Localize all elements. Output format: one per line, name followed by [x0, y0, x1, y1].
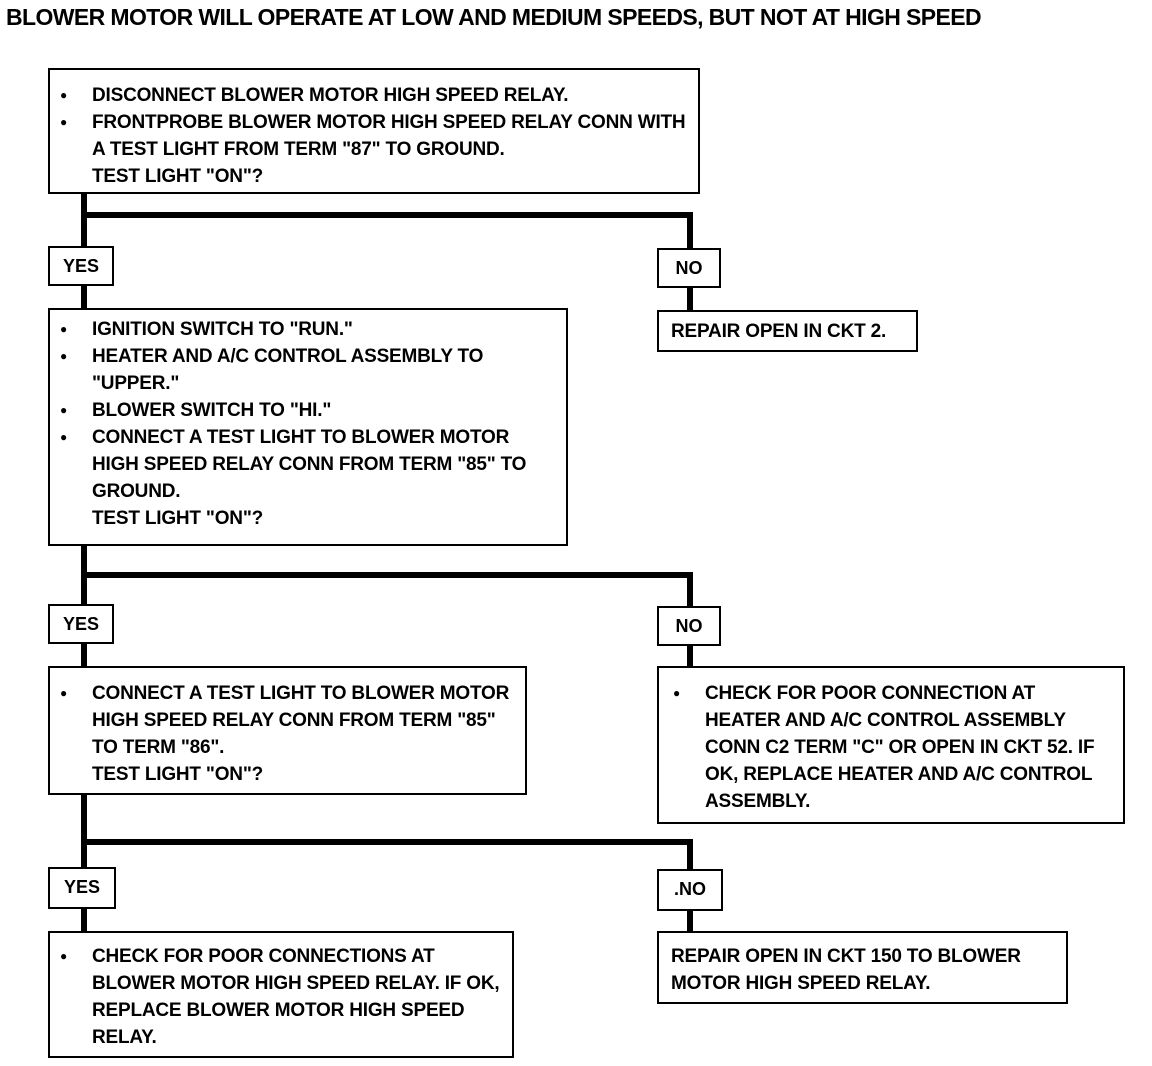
- step3-instruction: CONNECT A TEST LIGHT TO BLOWER MOTOR HIG…: [58, 680, 517, 761]
- step2-no-label: NO: [657, 606, 721, 646]
- step2-instruction: BLOWER SWITCH TO "HI.": [58, 397, 558, 424]
- step1-no-result-text: REPAIR OPEN IN CKT 2.: [671, 321, 887, 342]
- step1-no-result-box: REPAIR OPEN IN CKT 2.: [657, 310, 918, 352]
- step3-no-label: .NO: [657, 869, 723, 911]
- step1-instruction: FRONTPROBE BLOWER MOTOR HIGH SPEED RELAY…: [58, 109, 688, 163]
- step2-instruction: IGNITION SWITCH TO "RUN.": [58, 316, 558, 343]
- step3-yes-result-text: CHECK FOR POOR CONNECTIONS AT BLOWER MOT…: [58, 943, 504, 1051]
- connector-line: [687, 572, 693, 608]
- connector-line: [81, 793, 87, 869]
- connector-line: [81, 572, 693, 578]
- connector-line: [81, 839, 693, 845]
- step2-yes-label: YES: [48, 604, 114, 644]
- step1-question: TEST LIGHT "ON"?: [92, 166, 264, 187]
- step2-box: IGNITION SWITCH TO "RUN." HEATER AND A/C…: [48, 308, 568, 546]
- connector-line: [81, 212, 693, 218]
- connector-line: [687, 286, 693, 312]
- connector-line: [687, 839, 693, 869]
- step1-yes-label: YES: [48, 246, 114, 286]
- step3-box: CONNECT A TEST LIGHT TO BLOWER MOTOR HIG…: [48, 666, 527, 795]
- step1-box: DISCONNECT BLOWER MOTOR HIGH SPEED RELAY…: [48, 68, 700, 194]
- step3-yes-result-box: CHECK FOR POOR CONNECTIONS AT BLOWER MOT…: [48, 931, 514, 1058]
- step3-yes-label: YES: [48, 867, 116, 909]
- step1-no-label: NO: [657, 248, 721, 288]
- step2-no-result-text: CHECK FOR POOR CONNECTION AT HEATER AND …: [671, 680, 1115, 815]
- page-title: BLOWER MOTOR WILL OPERATE AT LOW AND MED…: [6, 4, 982, 30]
- step2-instruction: CONNECT A TEST LIGHT TO BLOWER MOTOR HIG…: [58, 424, 558, 505]
- step2-question: TEST LIGHT "ON"?: [92, 508, 264, 529]
- connector-line: [81, 284, 87, 310]
- connector-line: [81, 642, 87, 668]
- connector-line: [687, 212, 693, 248]
- step3-no-result-text: REPAIR OPEN IN CKT 150 TO BLOWER MOTOR H…: [671, 946, 1021, 994]
- connector-line: [81, 192, 87, 248]
- step2-instruction: HEATER AND A/C CONTROL ASSEMBLY TO "UPPE…: [58, 343, 558, 397]
- connector-line: [687, 644, 693, 668]
- step1-instruction: DISCONNECT BLOWER MOTOR HIGH SPEED RELAY…: [58, 82, 688, 109]
- step3-no-result-box: REPAIR OPEN IN CKT 150 TO BLOWER MOTOR H…: [657, 931, 1068, 1004]
- connector-line: [81, 907, 87, 933]
- step2-no-result-box: CHECK FOR POOR CONNECTION AT HEATER AND …: [657, 666, 1125, 824]
- step3-question: TEST LIGHT "ON"?: [92, 764, 264, 785]
- connector-line: [687, 909, 693, 933]
